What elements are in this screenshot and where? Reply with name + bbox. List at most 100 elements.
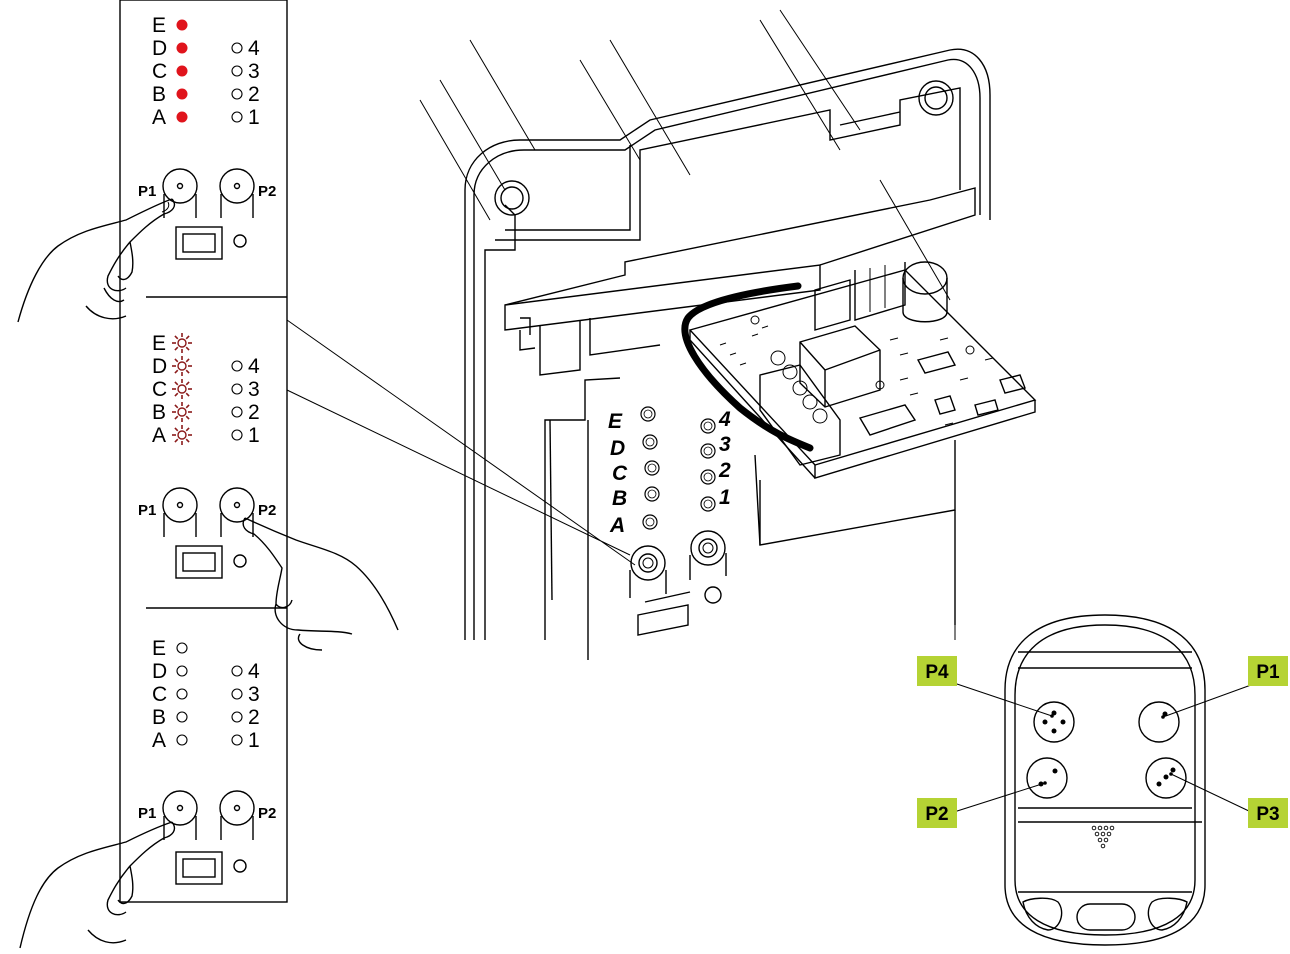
led-letter-c: C xyxy=(152,60,167,83)
dip-switch xyxy=(175,226,223,260)
channel-led-icon xyxy=(231,406,243,418)
channel-number-1: 1 xyxy=(248,424,260,447)
receiver-channel-led-icon xyxy=(700,496,716,512)
led-on-icon xyxy=(176,88,188,100)
led-letter-d: D xyxy=(152,37,167,60)
receiver-channel-led-icon xyxy=(700,443,716,459)
led-letter-d: D xyxy=(152,660,167,683)
remote-button-p4[interactable] xyxy=(1033,701,1075,743)
receiver-led-icon xyxy=(642,434,658,450)
receiver-dip-switch xyxy=(637,604,689,636)
remote-led-icon xyxy=(1091,825,1115,849)
led-blink-icon xyxy=(172,356,192,376)
receiver-letter-d: D xyxy=(610,437,625,460)
channel-led-icon xyxy=(231,429,243,441)
led-letter-b: B xyxy=(152,401,166,424)
channel-led-icon xyxy=(231,111,243,123)
svg-text:P4: P4 xyxy=(925,662,949,683)
led-letter-b: B xyxy=(152,706,166,729)
channel-number-3: 3 xyxy=(248,378,260,401)
remote-button-p3[interactable] xyxy=(1145,757,1187,799)
channel-number-2: 2 xyxy=(248,83,260,106)
led-letter-d: D xyxy=(152,355,167,378)
led-letter-e: E xyxy=(152,14,166,37)
panel-3-controls: P1 P2 xyxy=(19,790,276,949)
tag-p1: P1 xyxy=(1248,656,1288,686)
channel-number-2: 2 xyxy=(248,706,260,729)
mounting-hole-left xyxy=(494,180,530,216)
p1-button[interactable] xyxy=(162,487,198,537)
mounting-hole-right xyxy=(918,80,954,116)
led-blink-icon xyxy=(172,402,192,422)
dip-switch xyxy=(175,851,223,885)
receiver-number-1: 1 xyxy=(719,486,731,509)
receiver-letter-e: E xyxy=(608,410,623,433)
receiver-status-led xyxy=(704,586,722,604)
led-off-icon xyxy=(176,665,188,677)
led-off-icon xyxy=(176,711,188,723)
p2-button-label: P2 xyxy=(258,502,276,519)
receiver-number-3: 3 xyxy=(719,433,731,456)
zoom-indicator-lines xyxy=(286,319,636,566)
channel-led-icon xyxy=(231,734,243,746)
channel-led-icon xyxy=(231,42,243,54)
remote-button-p1[interactable] xyxy=(1138,701,1180,743)
channel-number-4: 4 xyxy=(248,355,260,378)
receiver-number-4: 4 xyxy=(718,408,731,431)
status-led xyxy=(233,234,247,248)
receiver-led-icon xyxy=(640,406,656,422)
receiver-p2-button[interactable] xyxy=(689,530,727,580)
channel-number-4: 4 xyxy=(248,37,260,60)
procedure-strip xyxy=(119,0,288,903)
p2-button-label: P2 xyxy=(258,183,276,200)
p2-button[interactable] xyxy=(219,168,255,218)
led-letter-b: B xyxy=(152,83,166,106)
led-off-icon xyxy=(176,734,188,746)
receiver-channel-led-icon xyxy=(700,469,716,485)
dip-switch xyxy=(175,545,223,579)
led-blink-icon xyxy=(172,379,192,399)
pointing-hand-icon xyxy=(19,821,176,949)
led-on-icon xyxy=(176,65,188,77)
remote-button-p2[interactable] xyxy=(1026,757,1068,799)
p1-button[interactable] xyxy=(162,790,198,840)
receiver-letter-a: A xyxy=(609,514,625,537)
led-letter-c: C xyxy=(152,378,167,401)
receiver-p1-button[interactable] xyxy=(629,545,667,598)
channel-number-1: 1 xyxy=(248,729,260,752)
tag-p4: P4 xyxy=(917,656,957,686)
receiver-led-icon xyxy=(644,486,660,502)
receiver-buttons xyxy=(629,530,727,636)
panel-2-controls: P1 P2 xyxy=(138,487,399,651)
channel-led-icon xyxy=(231,383,243,395)
led-on-icon xyxy=(176,111,188,123)
led-letter-e: E xyxy=(152,332,166,355)
led-blink-icon xyxy=(172,425,192,445)
channel-number-2: 2 xyxy=(248,401,260,424)
svg-text:P3: P3 xyxy=(1256,804,1279,825)
led-letter-e: E xyxy=(152,637,166,660)
led-on-icon xyxy=(176,19,188,31)
led-blink-icon xyxy=(172,333,192,353)
remote-transmitter xyxy=(953,614,1252,946)
led-off-icon xyxy=(176,688,188,700)
status-led xyxy=(233,859,247,873)
led-letter-a: A xyxy=(152,106,166,129)
p2-button[interactable] xyxy=(219,790,255,840)
channel-led-icon xyxy=(231,65,243,77)
receiver-letter-b: B xyxy=(612,487,627,510)
svg-text:P1: P1 xyxy=(1256,662,1280,683)
p1-button-label: P1 xyxy=(138,805,156,822)
p1-button-label: P1 xyxy=(138,502,156,519)
led-on-icon xyxy=(176,42,188,54)
p2-button-label: P2 xyxy=(258,805,276,822)
channel-number-4: 4 xyxy=(248,660,260,683)
pointing-hand-icon xyxy=(242,517,399,651)
channel-led-icon xyxy=(231,688,243,700)
panel-1-controls: P1 P2 xyxy=(17,168,276,323)
